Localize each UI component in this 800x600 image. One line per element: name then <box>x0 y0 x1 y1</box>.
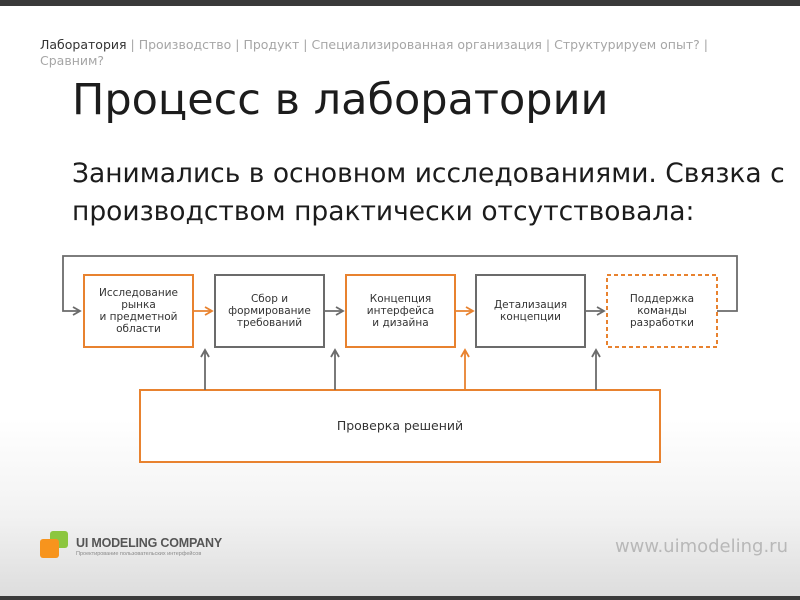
box-concept-label: Концепция интерфейса и дизайна <box>346 275 455 347</box>
breadcrumb-separator: | <box>126 37 139 52</box>
site-url-link[interactable]: www.uimodeling.ru <box>614 536 788 557</box>
breadcrumb-item-production[interactable]: Производство <box>138 37 232 52</box>
box-support-text: Поддержка команды разработки <box>629 293 695 329</box>
breadcrumb-item-laboratory[interactable]: Лаборатория <box>40 37 127 52</box>
breadcrumb-item-product[interactable]: Продукт <box>243 37 300 52</box>
box-validation <box>139 389 661 463</box>
box-support-label: Поддержка команды разработки <box>607 275 717 347</box>
box-requirements-text: Сбор и формирование требований <box>228 293 311 329</box>
breadcrumb-item-compare[interactable]: Сравним? <box>40 53 105 68</box>
breadcrumb-separator: | <box>699 37 708 52</box>
bottom-border <box>0 596 800 600</box>
box-detailing-text: Детализация концепции <box>493 299 568 323</box>
box-research <box>83 274 194 348</box>
box-detailing-label: Детализация концепции <box>476 275 585 347</box>
breadcrumb: Лаборатория | Производство | Продукт | С… <box>40 37 770 69</box>
breadcrumb-item-structure-experience[interactable]: Структурируем опыт? <box>554 37 700 52</box>
company-tagline: Проектирование пользовательских интерфей… <box>76 551 202 557</box>
top-border <box>0 0 800 6</box>
breadcrumb-separator: | <box>541 37 555 52</box>
breadcrumb-item-specialized-org[interactable]: Специализированная организация <box>311 37 542 52</box>
box-validation-label: Проверка решений <box>140 390 660 462</box>
breadcrumb-separator: | <box>231 37 244 52</box>
company-logo-icon <box>40 531 68 558</box>
box-concept-text: Концепция интерфейса и дизайна <box>366 293 435 329</box>
feedback-loop-connector <box>62 255 738 316</box>
box-validation-text: Проверка решений <box>336 418 464 433</box>
breadcrumb-separator: | <box>299 37 312 52</box>
company-name: UI MODELING COMPANY <box>76 536 222 550</box>
box-concept <box>345 274 456 348</box>
box-requirements <box>214 274 325 348</box>
box-support <box>606 274 718 348</box>
company-logo-text: UI MODELING COMPANY Проектирование польз… <box>76 536 222 558</box>
slide-body-text: Занимались в основном исследованиями. Св… <box>72 158 785 227</box>
box-research-text: Исследование рынка и предметной области <box>98 287 179 335</box>
box-detailing <box>475 274 586 348</box>
box-requirements-label: Сбор и формирование требований <box>215 275 324 347</box>
slide-title: Процесс в лаборатории <box>72 75 609 125</box>
box-research-label: Исследование рынка и предметной области <box>84 275 193 347</box>
